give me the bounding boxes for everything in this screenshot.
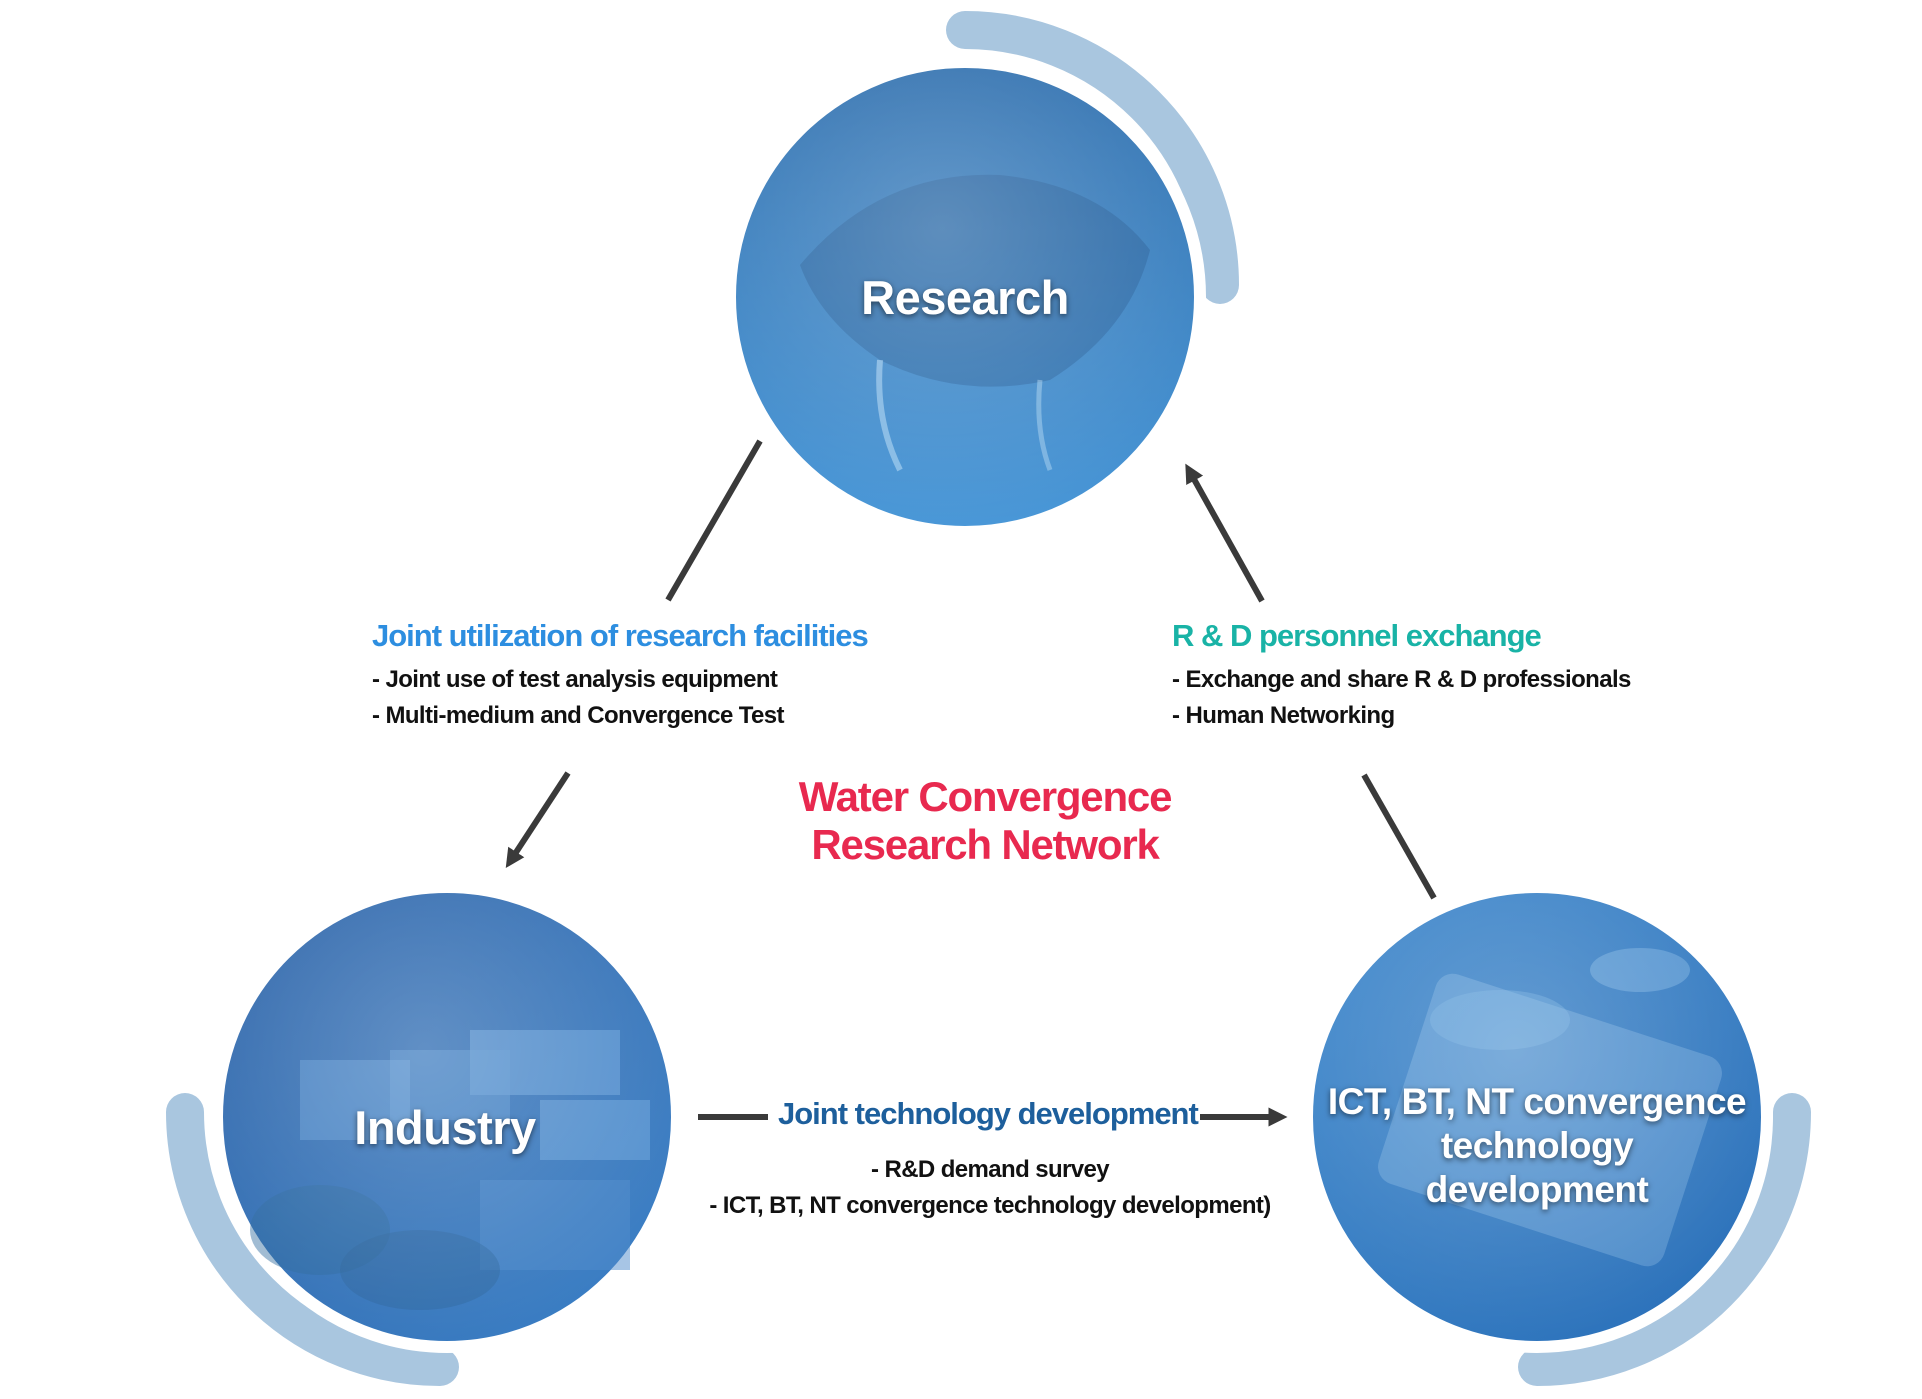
network-title-line2: Research Network	[811, 821, 1159, 868]
network-title-line1: Water Convergence	[798, 773, 1173, 820]
research-industry-block: Joint utilization of research facilities…	[372, 618, 869, 734]
ict-research-title: R & D personnel exchange	[1172, 618, 1542, 653]
industry-ict-item-2: - ICT, BT, NT convergence technology dev…	[709, 1192, 1271, 1219]
research-node	[724, 56, 1206, 538]
industry-ict-items: - R&D demand survey - ICT, BT, NT conver…	[690, 1152, 1290, 1224]
research-label: Research	[861, 271, 1069, 324]
industry-ict-item-1: - R&D demand survey	[871, 1156, 1110, 1183]
ict-node	[1301, 881, 1773, 1353]
ict-label-line2: technology development	[1425, 1125, 1649, 1210]
ict-ring	[1518, 1093, 1811, 1386]
ict-research-item-2: - Human Networking	[1172, 702, 1395, 729]
research-industry-title: Joint utilization of research facilities	[372, 618, 869, 653]
network-title: Water Convergence Research Network	[770, 773, 1200, 869]
edge-ict-to-research-arrow	[1185, 463, 1265, 603]
industry-ring	[166, 1093, 459, 1386]
ict-research-item-1: - Exchange and share R & D professionals	[1172, 666, 1631, 693]
ict-label: ICT, BT, NT convergence technology devel…	[1327, 1080, 1747, 1212]
research-industry-item-2: - Multi-medium and Convergence Test	[372, 702, 785, 729]
industry-ict-title: Joint technology development	[778, 1096, 1199, 1131]
research-ring	[946, 11, 1239, 304]
edge-research-to-industry-line-upper	[665, 439, 763, 602]
edge-ict-to-research-line-lower	[1361, 773, 1437, 900]
research-industry-item-1: - Joint use of test analysis equipment	[372, 666, 778, 693]
ict-research-block: R & D personnel exchange - Exchange and …	[1172, 618, 1631, 734]
industry-label: Industry	[354, 1101, 536, 1154]
edge-research-to-industry-arrow	[505, 771, 571, 869]
ict-label-line1: ICT, BT, NT convergence	[1327, 1081, 1747, 1122]
industry-node	[211, 881, 683, 1353]
